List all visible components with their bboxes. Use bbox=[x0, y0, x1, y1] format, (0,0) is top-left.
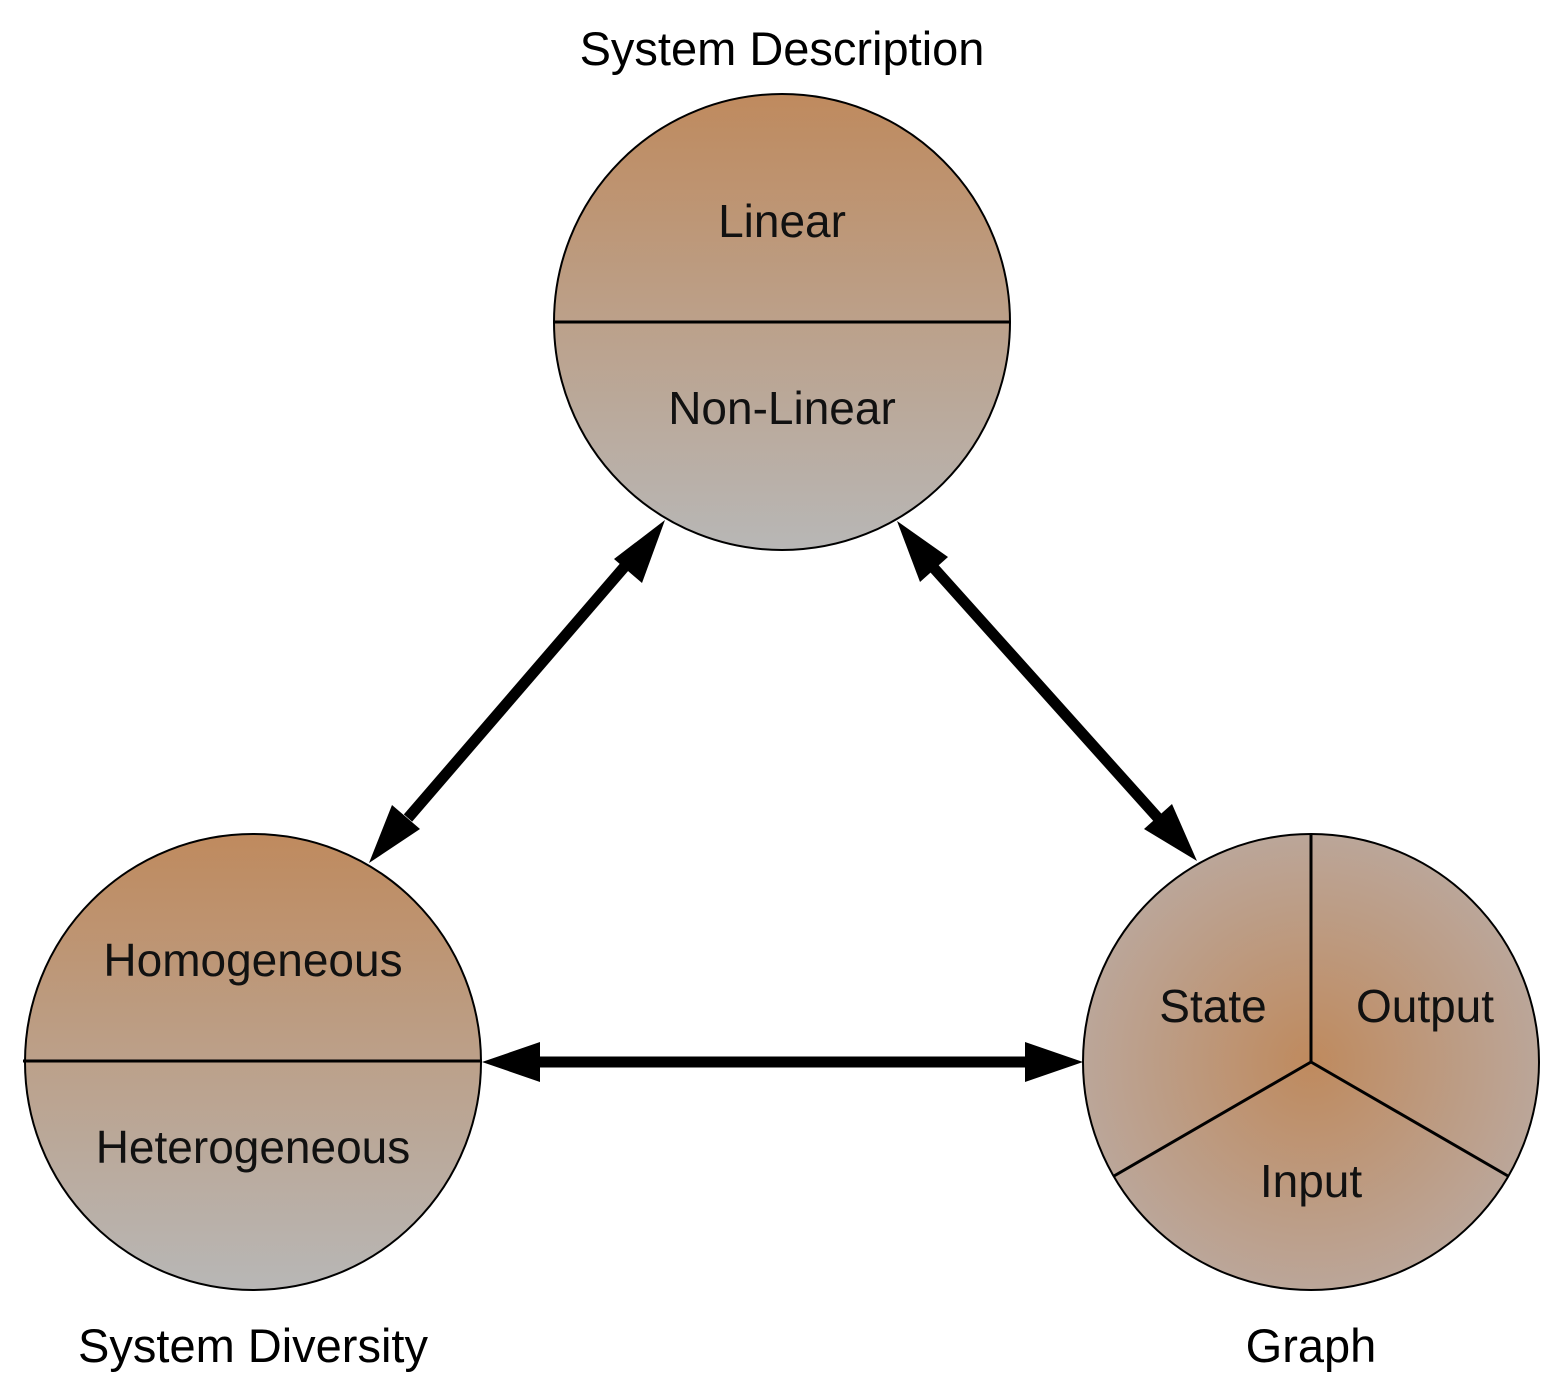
node-caption: System Description bbox=[580, 22, 985, 75]
node-outline bbox=[553, 93, 1011, 551]
node-caption: System Diversity bbox=[78, 1319, 428, 1372]
arrow-description-diversity bbox=[369, 520, 665, 863]
segment-label-linear: Linear bbox=[718, 195, 846, 247]
segment-label-non-linear: Non-Linear bbox=[668, 382, 896, 434]
segment-label-homogeneous: Homogeneous bbox=[103, 934, 402, 986]
arrowhead-top bbox=[614, 520, 665, 583]
arrow-diversity-graph bbox=[482, 1042, 1083, 1082]
node-caption: Graph bbox=[1246, 1319, 1377, 1372]
segment-divider bbox=[1310, 1060, 1509, 1178]
arrowhead-bottom bbox=[369, 805, 420, 863]
segment-label-output: Output bbox=[1356, 980, 1494, 1032]
arrow-shaft bbox=[403, 561, 631, 822]
arrowhead-bottom bbox=[1144, 804, 1197, 861]
arrow-description-graph bbox=[897, 521, 1197, 861]
arrowhead-top bbox=[897, 521, 948, 582]
node-system-description: System Description Linear Non-Linear bbox=[553, 22, 1011, 551]
node-outline bbox=[1082, 833, 1540, 1291]
arrow-shaft bbox=[927, 562, 1163, 822]
arrowhead-left bbox=[482, 1042, 540, 1082]
segment-divider bbox=[1113, 1060, 1312, 1178]
node-graph: State Output Input Graph bbox=[1082, 833, 1540, 1372]
node-outline bbox=[24, 833, 482, 1291]
arrowhead-right bbox=[1025, 1042, 1083, 1082]
segment-label-input: Input bbox=[1260, 1155, 1363, 1207]
node-system-diversity: Homogeneous Heterogeneous System Diversi… bbox=[23, 833, 482, 1372]
segment-label-heterogeneous: Heterogeneous bbox=[96, 1121, 411, 1173]
segment-label-state: State bbox=[1159, 980, 1266, 1032]
